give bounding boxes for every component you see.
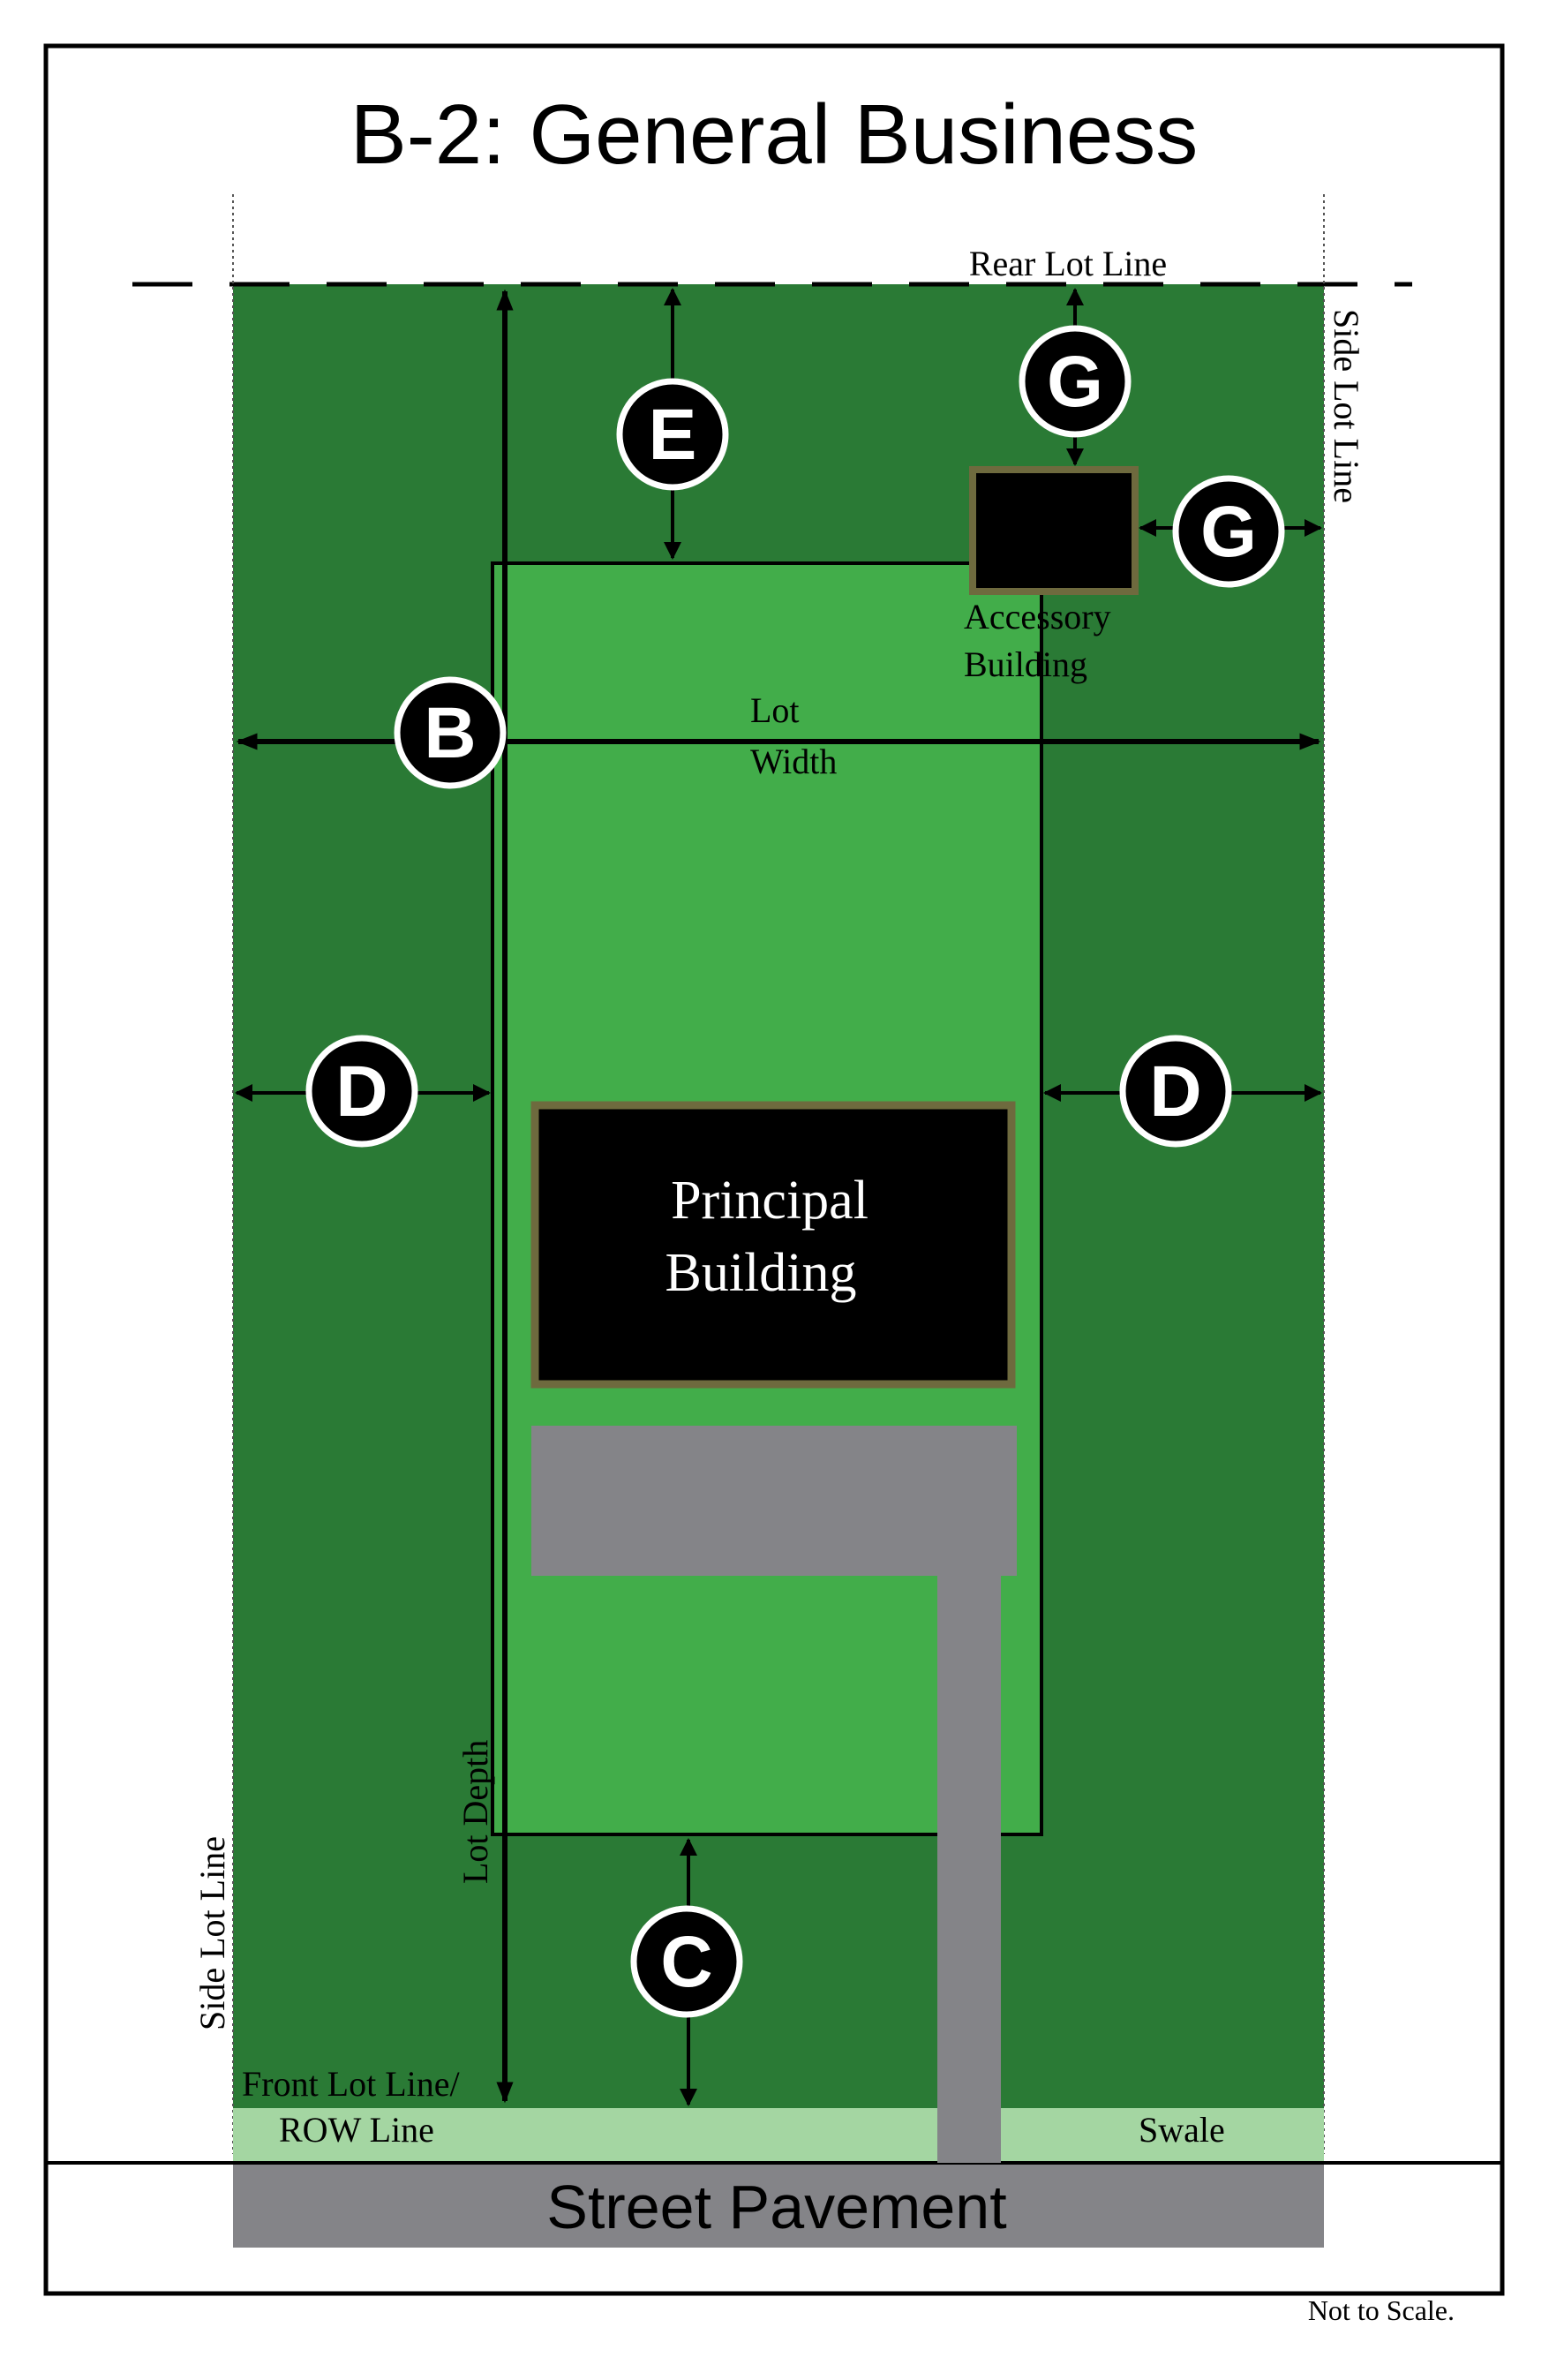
driveway xyxy=(937,1576,1001,2163)
lot-width-label-line1: Lot xyxy=(750,690,800,730)
marker-d-left: D xyxy=(305,1035,418,1148)
parking-area xyxy=(531,1426,1017,1576)
marker-d-right: D xyxy=(1119,1035,1232,1148)
front-lot-line-label-line2: ROW Line xyxy=(279,2110,434,2150)
principal-label-line2: Building xyxy=(665,1243,856,1303)
principal-building xyxy=(530,1101,1016,1389)
marker-d-left-label: D xyxy=(335,1051,387,1132)
side-lot-line-left-label: Side Lot Line xyxy=(192,1836,232,2030)
accessory-label-line1: Accessory xyxy=(964,597,1111,636)
accessory-building xyxy=(969,466,1139,595)
marker-b-label: B xyxy=(424,693,476,773)
marker-e: E xyxy=(616,378,729,491)
marker-e-label: E xyxy=(649,395,697,475)
marker-g-top-label: G xyxy=(1047,342,1103,422)
marker-c: C xyxy=(630,1905,743,2018)
page-frame xyxy=(43,43,1505,2296)
front-lot-line-label-line1: Front Lot Line/ xyxy=(242,2064,461,2104)
marker-g-side-label: G xyxy=(1200,492,1257,572)
principal-label-line1: Principal xyxy=(671,1171,868,1231)
lot-width-label-line2: Width xyxy=(750,742,837,781)
street-pavement xyxy=(233,2163,1324,2248)
rear-lot-line-label: Rear Lot Line xyxy=(969,244,1167,283)
scale-note: Not to Scale. xyxy=(1308,2294,1455,2326)
marker-c-label: C xyxy=(660,1922,712,2002)
swale-strip xyxy=(233,2108,1324,2163)
marker-d-right-label: D xyxy=(1149,1051,1201,1132)
diagram-title: B-2: General Business xyxy=(350,87,1198,182)
accessory-label-line2: Building xyxy=(964,644,1087,684)
lot-depth-label: Lot Depth xyxy=(455,1740,495,1884)
marker-b: B xyxy=(394,676,507,789)
street-pavement-label: Street Pavement xyxy=(546,2173,1006,2241)
swale-label: Swale xyxy=(1139,2110,1225,2150)
side-lot-line-right-label: Side Lot Line xyxy=(1327,309,1366,503)
marker-g-side: G xyxy=(1172,475,1285,588)
marker-g-top: G xyxy=(1019,325,1132,438)
